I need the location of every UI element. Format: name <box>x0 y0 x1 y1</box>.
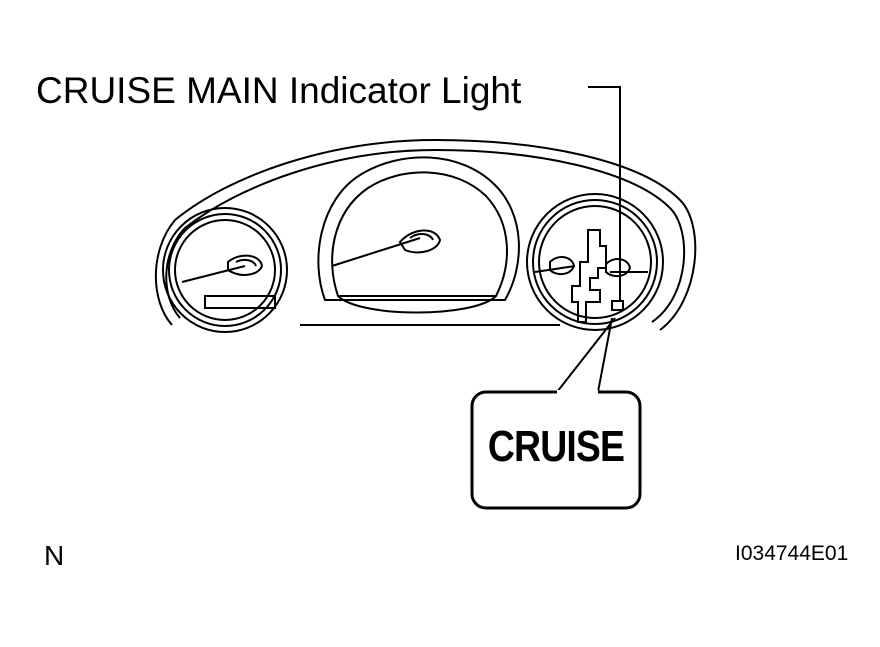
left-gauge <box>162 207 288 333</box>
corner-letter: N <box>44 540 65 571</box>
diagram-title: CRUISE MAIN Indicator Light <box>36 70 522 111</box>
right-gauge <box>526 193 664 331</box>
cluster-hood-inner <box>165 148 686 323</box>
leader-line <box>588 86 621 300</box>
cluster-hood-outer <box>154 138 697 331</box>
warning-lamp-cluster <box>571 229 607 323</box>
center-gauge <box>317 156 520 314</box>
callout-label: CRUISE <box>487 422 625 471</box>
callout-box <box>470 390 642 510</box>
cruise-indicator-lamp <box>611 300 624 311</box>
figure-id: I034744E01 <box>735 542 849 565</box>
